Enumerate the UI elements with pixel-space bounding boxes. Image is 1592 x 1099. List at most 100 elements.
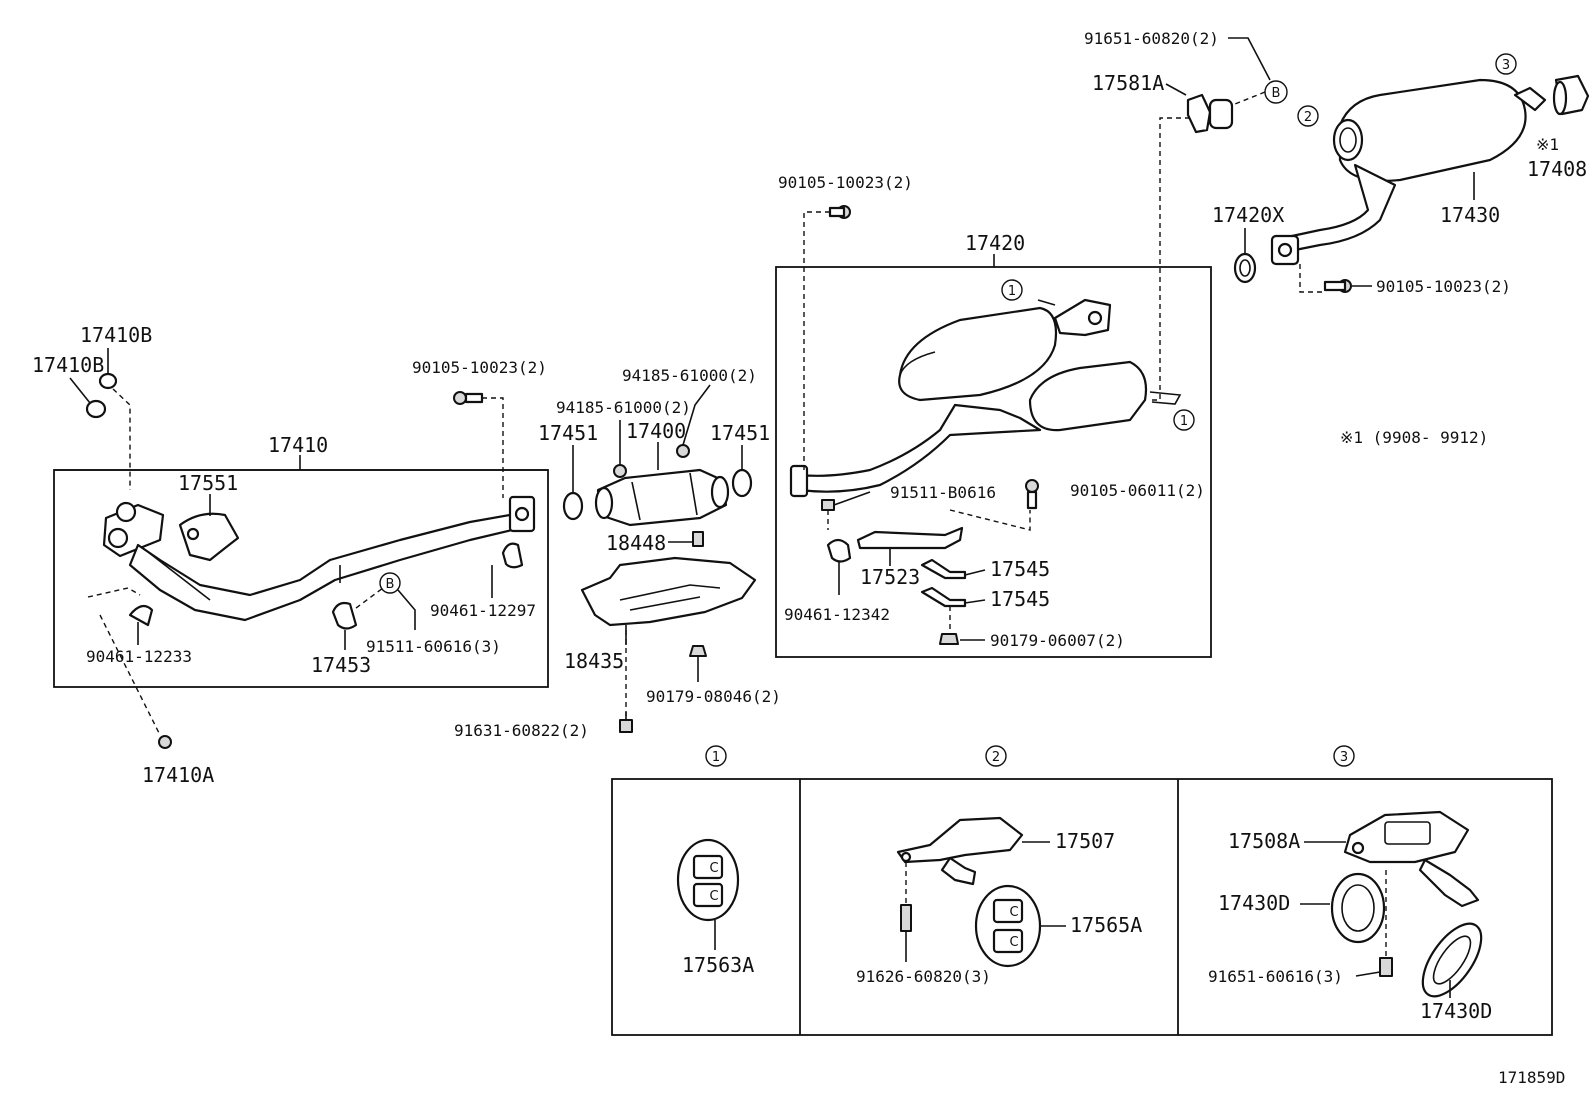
bolt-90105-10023-b [828,205,851,219]
dash-B-front [355,587,384,609]
leader-91511-60616 [397,589,416,630]
marker-2-detail [985,745,1007,767]
bolt-91626-60820 [900,904,912,932]
marker-3-detail [1333,745,1355,767]
marker-1-lower [1173,409,1195,431]
dash-90105-10023-a [482,397,504,498]
bracket-17545-a [920,558,967,580]
label-17523: 17523 [860,565,920,589]
label-94185-61000-a: 94185-61000(2) [622,366,757,385]
label-90461-12297: 90461-12297 [430,601,536,620]
nut-94185-61000-right [676,444,690,458]
gasket-17420X-inner [1239,259,1251,277]
marker-B-rear-text: B [1272,86,1281,101]
label-17430D-b: 17430D [1420,999,1492,1023]
insulator-rib [619,584,721,601]
label-90461-12233: 90461-12233 [86,647,192,666]
leader-17410B-left [69,377,91,404]
label-17410A: 17410A [142,763,214,787]
marker-1-lower-text: 1 [1180,414,1188,429]
marker-B-front [379,572,401,594]
label-17545-a: 17545 [990,557,1050,581]
label-17565A: 17565A [1070,913,1142,937]
marker-1-upper-text: 1 [1008,284,1016,299]
label-note-range: ※1 (9908- 9912) [1340,428,1488,447]
label-17508A: 17508A [1228,829,1300,853]
insulator-rib-2 [629,596,701,611]
insulator-17563A: C C [676,838,740,922]
label-17408: 17408 [1527,157,1587,181]
hanger-17581A [1186,93,1234,134]
leader-94185-61000-a [682,384,711,446]
label-17545-b: 17545 [990,587,1050,611]
heat-insulator-17551 [178,512,240,562]
marker-1-detail-text: 1 [712,750,720,765]
gasket-17430D-a-inner [1341,884,1375,932]
front-pipe-17410 [102,495,536,622]
marker-2-detail-text: 2 [992,750,1000,765]
dash-17410A-upper [87,587,141,598]
label-90105-10023-b: 90105-10023(2) [778,173,913,192]
gasket-17430D-b-inner [1432,935,1472,985]
label-17400: 17400 [626,419,686,443]
svg-text:C: C [1009,935,1018,950]
gasket-17451-right [731,468,753,498]
label-17451-left: 17451 [538,421,598,445]
label-17430D-a: 17430D [1218,891,1290,915]
leader-91511-B0616 [833,491,871,506]
detail-box-outer [611,778,1553,1036]
svg-text:C: C [1009,905,1018,920]
gasket-17420X [1233,252,1257,284]
marker-B-front-text: B [386,577,395,592]
label-17410B-top: 17410B [80,323,152,347]
nut-17410A [158,735,172,749]
label-17420X: 17420X [1212,203,1284,227]
label-17453: 17453 [311,653,371,677]
label-91626-60820: 91626-60820(3) [856,967,991,986]
bolt-90105-06011 [1025,479,1039,510]
marker-1-upper [1001,279,1023,301]
leader-91651-60616 [1355,971,1381,977]
label-18435: 18435 [564,649,624,673]
center-pipe-17420 [789,298,1182,498]
label-18448: 18448 [606,531,666,555]
label-91511-60616: 91511-60616(3) [366,637,501,656]
dash-17410A [99,614,161,736]
dash-90105-06011 [949,509,1031,531]
gasket-17430D-a [1330,872,1386,944]
dash-90105-10023-c [1299,264,1325,293]
clamp-17453 [331,601,358,630]
marker-1-detail [705,745,727,767]
label-17581A: 17581A [1092,71,1164,95]
marker-3-top [1495,53,1517,75]
label-17410B-left: 17410B [32,353,104,377]
muffler-17430 [1270,78,1547,266]
label-17430: 17430 [1440,203,1500,227]
bolt-90105-10023-c [1323,279,1352,293]
label-91651-60616: 91651-60616(3) [1208,967,1343,986]
bracket-17545-b [920,586,967,608]
bolt-18448 [692,531,704,547]
label-94185-61000-b: 94185-61000(2) [556,398,691,417]
bracket-90461-12342 [826,538,852,563]
marker-2-top [1297,105,1319,127]
gasket-17410B-left [85,399,107,419]
label-91511-B0616: 91511-B0616 [890,483,996,502]
label-90461-12342: 90461-12342 [784,605,890,624]
bolt-91651-60616 [1379,957,1393,977]
gasket-17430D-b [1421,922,1483,998]
label-17451-right: 17451 [710,421,770,445]
gasket-17410B-top [98,372,118,390]
label-91631-60822: 91631-60822(2) [454,721,589,740]
nut-90179-08046 [689,645,707,657]
leader-17545-a [964,569,986,576]
bracket-90461-12297 [501,542,524,569]
bolt-90105-10023-a [453,391,484,405]
label-17410: 17410 [268,433,328,457]
dash-17581A [1150,117,1190,401]
label-90179-08046: 90179-08046(2) [646,687,781,706]
label-91651-60820: 91651-60820(2) [1084,29,1219,48]
tail-pipe-end [1552,80,1568,116]
bracket-90461-12233 [128,604,154,627]
leader-17545-b [964,599,986,604]
